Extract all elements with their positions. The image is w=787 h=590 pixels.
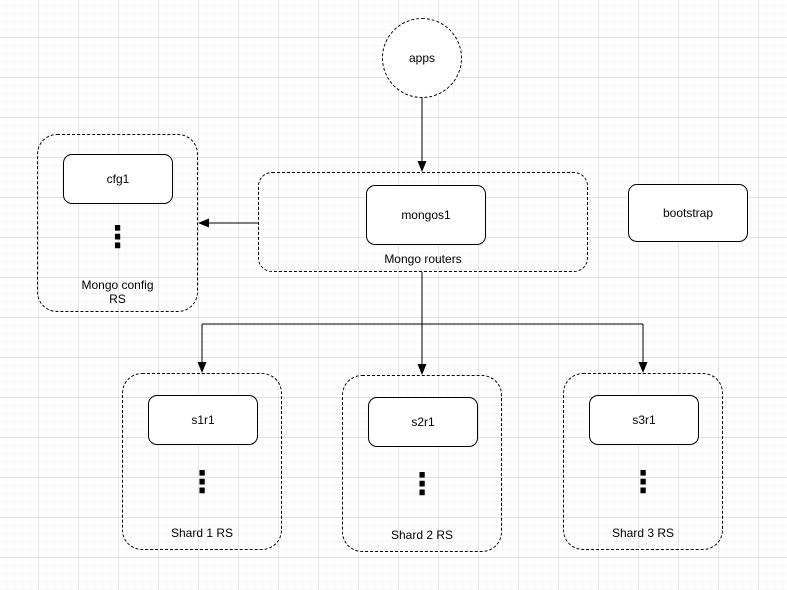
node-mongos1-label: mongos1 (401, 208, 451, 222)
node-cfg1-label: cfg1 (106, 172, 130, 186)
group-mongo-config-rs-label: Mongo config RS (81, 278, 154, 306)
group-mongo-routers-label: Mongo routers (384, 252, 462, 266)
node-s2r1-label: s2r1 (411, 415, 435, 429)
edge-routers-to-shard3[interactable] (638, 324, 648, 373)
node-bootstrap[interactable]: bootstrap (628, 184, 748, 242)
node-s3r1[interactable]: s3r1 (589, 395, 699, 445)
group-shard2-rs[interactable]: s2r1 ⋮ Shard 2 RS (342, 375, 502, 552)
group-shard3-rs-label: Shard 3 RS (611, 526, 675, 540)
node-apps[interactable]: apps (382, 18, 462, 98)
node-bootstrap-label: bootstrap (662, 206, 714, 220)
vertical-ellipsis-icon: ⋮ (102, 220, 133, 255)
group-mongo-config-rs[interactable]: cfg1 ⋮ Mongo config RS (37, 134, 198, 312)
vertical-ellipsis-icon: ⋮ (628, 465, 658, 500)
node-s2r1[interactable]: s2r1 (368, 397, 478, 447)
node-mongos1[interactable]: mongos1 (366, 185, 486, 245)
edge-apps-to-routers[interactable] (417, 98, 427, 172)
edge-routers-to-config[interactable] (198, 218, 258, 228)
group-shard3-rs[interactable]: s3r1 ⋮ Shard 3 RS (563, 373, 723, 550)
group-shard1-rs[interactable]: s1r1 ⋮ Shard 1 RS (122, 373, 282, 550)
group-shard2-rs-label: Shard 2 RS (390, 528, 454, 542)
vertical-ellipsis-icon: ⋮ (187, 465, 217, 500)
node-s3r1-label: s3r1 (632, 413, 656, 427)
node-cfg1[interactable]: cfg1 (63, 154, 173, 204)
group-mongo-routers[interactable]: mongos1 Mongo routers (258, 172, 588, 272)
node-s1r1-label: s1r1 (191, 413, 215, 427)
edge-routers-to-shard2[interactable] (417, 272, 427, 375)
group-shard1-rs-label: Shard 1 RS (170, 526, 234, 540)
node-apps-label: apps (408, 51, 436, 65)
edge-routers-to-shard1[interactable] (197, 324, 207, 373)
vertical-ellipsis-icon: ⋮ (407, 467, 437, 502)
node-s1r1[interactable]: s1r1 (148, 395, 258, 445)
